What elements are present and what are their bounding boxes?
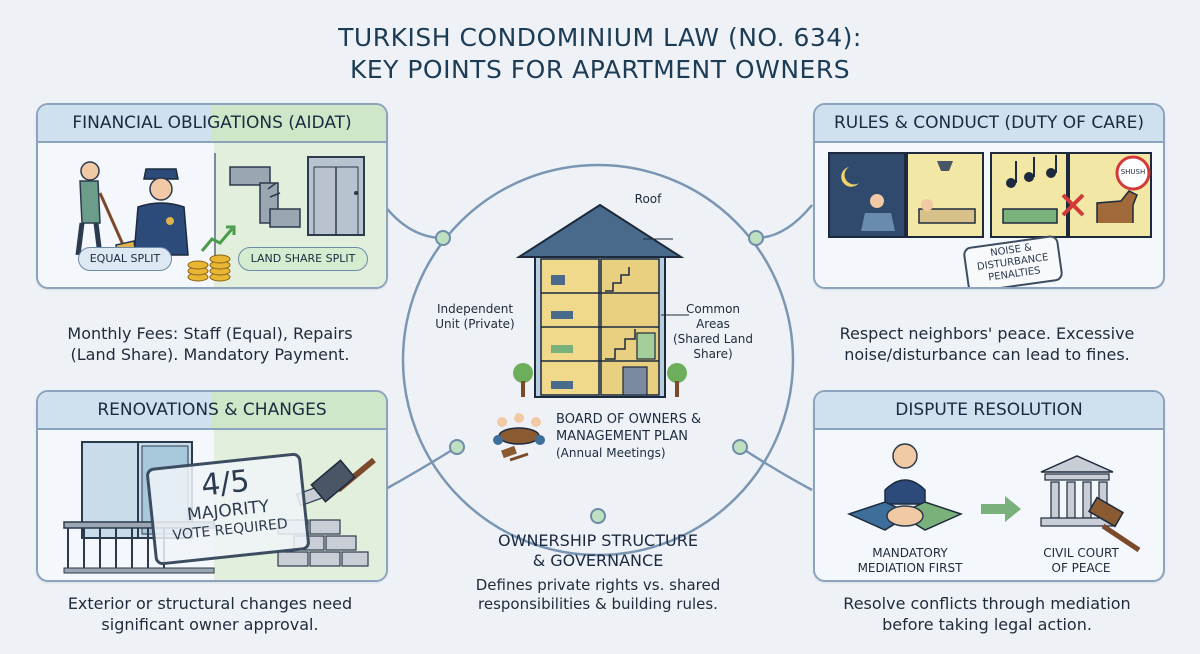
connector-node [590, 508, 606, 524]
page-title: TURKISH CONDOMINIUM LAW (NO. 634): KEY P… [0, 22, 1200, 86]
title-line-2: KEY POINTS FOR APARTMENT OWNERS [349, 55, 851, 84]
handshake-icon [846, 501, 964, 531]
renovations-panel: RENOVATIONS & CHANGES 4/5 MAJORITY [36, 390, 388, 582]
courthouse-icon [1040, 455, 1114, 527]
growth-arrow-icon [200, 225, 236, 252]
structure-desc-line-2: responsibilities & building rules. [478, 595, 718, 613]
independent-unit-label: Independent Unit (Private) [432, 302, 518, 332]
court-label-line-2: OF PEACE [1051, 561, 1111, 575]
dispute-caption-line-1: Resolve conflicts through mediation [843, 594, 1131, 613]
connector-bottom-right [739, 445, 813, 492]
equal-split-chip: EQUAL SPLIT [78, 247, 172, 271]
common-areas-label: Common Areas (Shared Land Share) [670, 302, 756, 362]
roof-label: Roof [634, 192, 662, 206]
rules-caption: Respect neighbors' peace. Excessive nois… [807, 323, 1167, 365]
rules-caption-line-2: noise/disturbance can lead to fines. [844, 345, 1130, 364]
shush-label: SHUSH [1120, 168, 1146, 176]
financial-caption-line-2: (Land Share). Mandatory Payment. [70, 345, 350, 364]
structure-line-1: OWNERSHIP STRUCTURE [498, 531, 698, 550]
renovations-caption-line-2: significant owner approval. [101, 615, 319, 634]
renovations-heading: RENOVATIONS & CHANGES [38, 392, 386, 430]
mediation-label-line-2: MEDIATION FIRST [857, 561, 963, 575]
land-share-split-chip: LAND SHARE SPLIT [238, 247, 368, 271]
dispute-caption: Resolve conflicts through mediation befo… [807, 593, 1167, 635]
financial-caption: Monthly Fees: Staff (Equal), Repairs (La… [30, 323, 390, 365]
connector-node [435, 230, 451, 246]
financial-caption-line-1: Monthly Fees: Staff (Equal), Repairs [67, 324, 353, 343]
dispute-caption-line-2: before taking legal action. [882, 615, 1092, 634]
connector-node [732, 439, 748, 455]
rules-caption-line-1: Respect neighbors' peace. Excessive [839, 324, 1135, 343]
connector-top-left [383, 204, 444, 240]
gavel-icon [1087, 496, 1141, 553]
independent-line-1: Independent [436, 302, 514, 316]
cross-mark-icon [1061, 193, 1085, 217]
security-guard-icon [133, 168, 189, 256]
tree-icon [667, 363, 687, 397]
structure-desc-line-1: Defines private rights vs. shared [475, 576, 721, 594]
rules-illustration [828, 152, 1152, 238]
barking-dog-icon [1096, 190, 1138, 223]
dispute-panel: DISPUTE RESOLUTION MANDAT [813, 390, 1165, 582]
renovations-caption-line-1: Exterior or structural changes need [67, 594, 353, 613]
board-line-1: BOARD OF OWNERS & [556, 412, 702, 427]
sleeping-person-icon [918, 199, 976, 224]
board-line-3: (Annual Meetings) [556, 446, 666, 460]
noisy-apartments [990, 152, 1152, 238]
connector-node [449, 439, 465, 455]
rules-heading: RULES & CONDUCT (DUTY OF CARE) [815, 105, 1163, 143]
hammer-icon [310, 457, 376, 503]
financial-heading: FINANCIAL OBLIGATIONS (AIDAT) [38, 105, 386, 143]
board-line-2: MANAGEMENT PLAN [556, 429, 689, 444]
common-line-3: Share) [693, 347, 733, 361]
dispute-heading: DISPUTE RESOLUTION [815, 392, 1163, 430]
connector-bottom-left [383, 445, 458, 492]
court-label: CIVIL COURT OF PEACE [1031, 546, 1131, 576]
elevator-icon [307, 156, 365, 236]
music-notes-icon [1006, 155, 1057, 188]
pipe-icon [229, 166, 301, 228]
tree-icon [513, 363, 533, 397]
title-line-1: TURKISH CONDOMINIUM LAW (NO. 634): [338, 23, 862, 52]
quiet-apartments [828, 152, 984, 238]
apartment-building-icon [513, 203, 689, 398]
connector-node [748, 230, 764, 246]
majority-vote-stamp: 4/5 MAJORITY VOTE REQUIRED [145, 452, 311, 566]
structure-line-2: & GOVERNANCE [532, 551, 664, 570]
mediation-label: MANDATORY MEDIATION FIRST [845, 546, 975, 576]
financial-panel: FINANCIAL OBLIGATIONS (AIDAT) [36, 103, 388, 289]
common-line-1: Common Areas [685, 302, 741, 331]
meeting-table-icon [493, 413, 545, 462]
court-label-line-1: CIVIL COURT [1043, 546, 1119, 560]
moon-icon [841, 167, 859, 187]
reading-person-icon [861, 194, 895, 231]
renovations-caption: Exterior or structural changes need sign… [30, 593, 390, 635]
panel-divider [214, 153, 216, 273]
coin-stack-icon [187, 254, 231, 282]
connector-top-right [755, 204, 813, 240]
rules-panel: RULES & CONDUCT (DUTY OF CARE) [813, 103, 1165, 289]
mediation-label-line-1: MANDATORY [872, 546, 948, 560]
center-circle [401, 163, 795, 557]
dispute-illustration [846, 443, 1141, 553]
gavel-icon [501, 445, 529, 462]
structure-heading: OWNERSHIP STRUCTURE & GOVERNANCE [460, 531, 736, 571]
board-label: BOARD OF OWNERS & MANAGEMENT PLAN (Annua… [556, 411, 716, 462]
independent-line-2: Unit (Private) [435, 317, 515, 331]
arrow-right-icon [981, 496, 1021, 522]
common-line-2: (Shared Land [672, 332, 753, 346]
structure-description: Defines private rights vs. shared respon… [450, 576, 746, 614]
no-sign-icon [1115, 155, 1151, 191]
mediator-icon [884, 443, 926, 505]
financial-illustration [75, 156, 365, 282]
janitor-icon [75, 161, 137, 256]
